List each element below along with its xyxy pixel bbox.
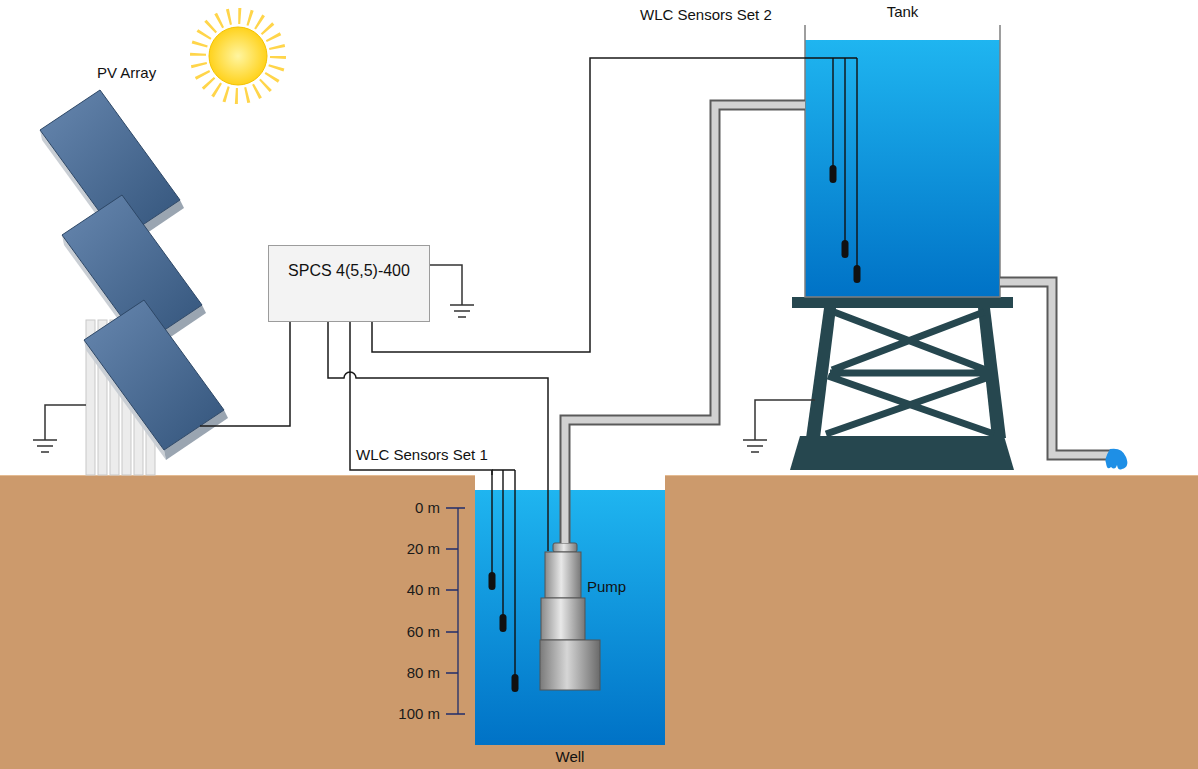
pump-stage [541,598,585,640]
panel-face [84,300,224,450]
level-sensor [512,674,519,692]
label-holder: 80 m [407,664,440,682]
water-well: WellPump [475,475,665,745]
pv-array: PV Array [30,58,235,475]
level-sensor [489,572,496,590]
ground-symbol [743,400,815,452]
sun-rays [198,16,278,96]
tank-tower [790,297,1014,470]
depth-label: 20 m [407,540,440,558]
label-holder: 60 m [407,623,440,641]
node-label: SPCS 4(5,5)-400 [288,261,410,280]
signal-wire [235,322,290,426]
label-holder: WLC Sensors Set 1 [356,446,488,464]
water-stream [1106,449,1128,470]
tank-water [805,40,1000,297]
wire-path [235,322,290,426]
wire-label: WLC Sensors Set 1 [356,446,488,464]
tower-brace [826,312,994,434]
level-sensor [854,265,861,283]
depth-label: 80 m [407,664,440,682]
label-holder: 100 m [398,705,440,723]
depth-scale [446,508,465,714]
signal-wire [328,322,548,543]
tower-base [790,436,1014,470]
pump-motor [540,640,600,690]
wire-path [328,322,548,543]
signal-wire [350,322,492,475]
label-holder: 20 m [407,540,440,558]
ground-symbol [430,265,474,317]
water-tank: Tank [805,25,1000,297]
level-sensor [500,614,507,632]
pump-cap [553,543,577,552]
node-label: Tank [805,3,1000,21]
wire-path [350,322,492,475]
ground-symbol [33,405,86,452]
pipe-bore [565,105,805,543]
depth-label: 100 m [398,705,440,723]
pipe-outline [565,105,805,543]
level-sensor [830,165,837,183]
controller-box: SPCS 4(5,5)-400 [268,245,430,322]
depth-label: 40 m [407,581,440,599]
label-holder: 0 m [415,499,440,517]
panel-lead [200,425,235,427]
level-sensor [842,240,849,258]
tower-top [792,297,1013,308]
pump-stage [545,552,581,598]
wire-label: WLC Sensors Set 2 [640,6,772,24]
label-holder: 40 m [407,581,440,599]
sun-disc [209,27,267,85]
outlet-pipe [1000,282,1110,455]
outlet-pipe [1000,282,1110,455]
solar-panel [84,300,228,460]
sensor-cable [805,58,857,267]
water-pipe [565,105,805,543]
pump-lead [547,543,549,551]
node-label: PV Array [97,64,302,82]
submersible-pump: Pump [540,543,600,690]
node-label: Pump [587,578,626,596]
depth-label: 60 m [407,623,440,641]
depth-label: 0 m [415,499,440,517]
pump-body [540,543,600,690]
node-label: Well [475,749,665,765]
tank-wall [805,25,1000,297]
label-holder: WLC Sensors Set 2 [640,6,772,24]
ground [0,475,1198,769]
